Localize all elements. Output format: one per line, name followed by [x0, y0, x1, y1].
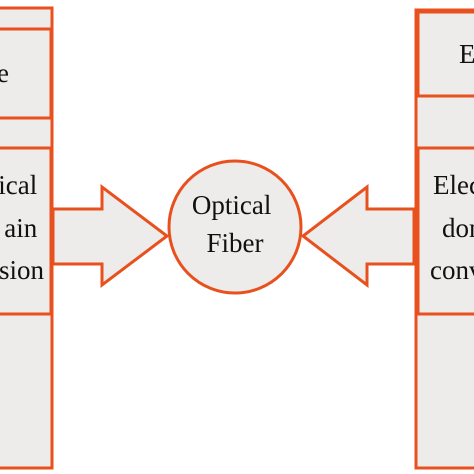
left-arrow	[51, 183, 170, 289]
right-bottom-line-3: conve	[430, 255, 474, 285]
left-bottom-box	[0, 146, 53, 316]
right-bottom-box-label: Elect dom conve	[430, 170, 474, 285]
left-top-box	[0, 27, 53, 120]
optical-fiber-line-1: Optical	[192, 190, 271, 220]
right-arrow	[300, 183, 416, 289]
left-bottom-box-label: ical ain ssion	[0, 170, 44, 285]
optical-fiber-node: Optical Fiber	[167, 159, 303, 295]
right-system-block: E Elect dom conve	[414, 8, 474, 470]
left-system-block: e ical ain ssion	[0, 6, 54, 470]
optical-fiber-label: Optical Fiber	[192, 190, 278, 258]
left-bottom-line-2: ain	[4, 213, 37, 243]
right-bottom-line-2: dom	[442, 213, 474, 243]
left-top-box-label: e	[0, 58, 9, 88]
right-top-box-label: E	[459, 39, 474, 69]
right-bottom-box	[416, 146, 474, 316]
left-bottom-line-3: ssion	[0, 255, 44, 285]
right-top-box	[416, 10, 474, 98]
right-bottom-line-1: Elect	[433, 170, 474, 200]
left-bottom-line-1: ical	[0, 170, 37, 200]
optical-fiber-circle	[167, 159, 303, 295]
optical-fiber-line-2: Fiber	[207, 228, 264, 258]
